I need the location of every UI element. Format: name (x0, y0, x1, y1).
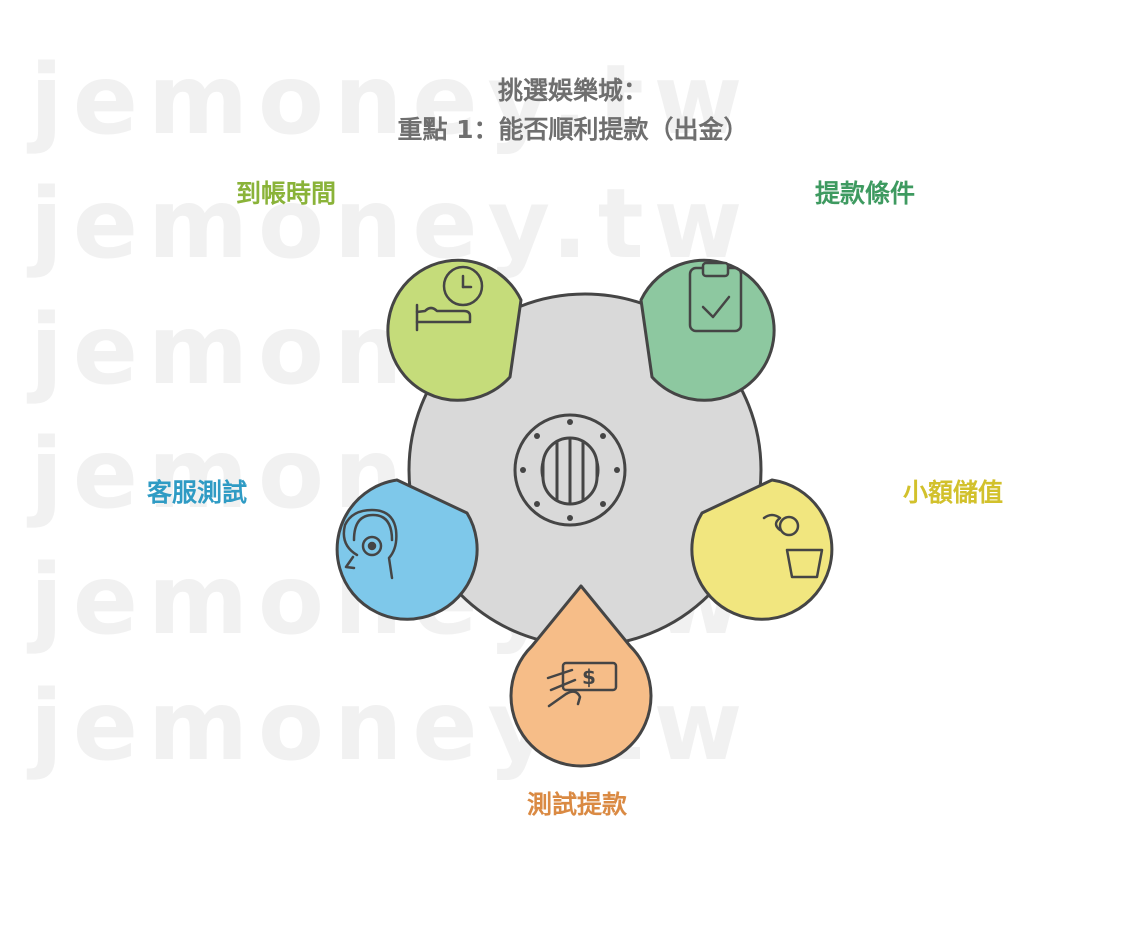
petal-arrival-time (386, 258, 523, 402)
clipboard-check-icon (688, 261, 743, 333)
label-customer-service: 客服測試 (147, 478, 248, 507)
label-withdraw-terms: 提款條件 (815, 179, 916, 208)
petal-small-deposit (690, 478, 834, 621)
label-test-withdraw: 測試提款 (527, 790, 628, 819)
vault-door-icon (513, 413, 627, 527)
petal-test-withdraw (509, 584, 653, 768)
clock-bed-icon (415, 265, 484, 332)
label-arrival-time: 到帳時間 (236, 179, 337, 208)
cash-hand-icon: $ (546, 661, 618, 708)
label-small-deposit: 小額儲值 (903, 478, 1004, 507)
headset-agent-icon (342, 508, 398, 580)
coin-jar-icon (762, 513, 824, 579)
svg-text:$: $ (582, 665, 596, 689)
title-line-2: 重點 1：能否順利提款（出金） (397, 115, 749, 144)
title-line-1: 挑選娛樂城： (497, 76, 648, 105)
